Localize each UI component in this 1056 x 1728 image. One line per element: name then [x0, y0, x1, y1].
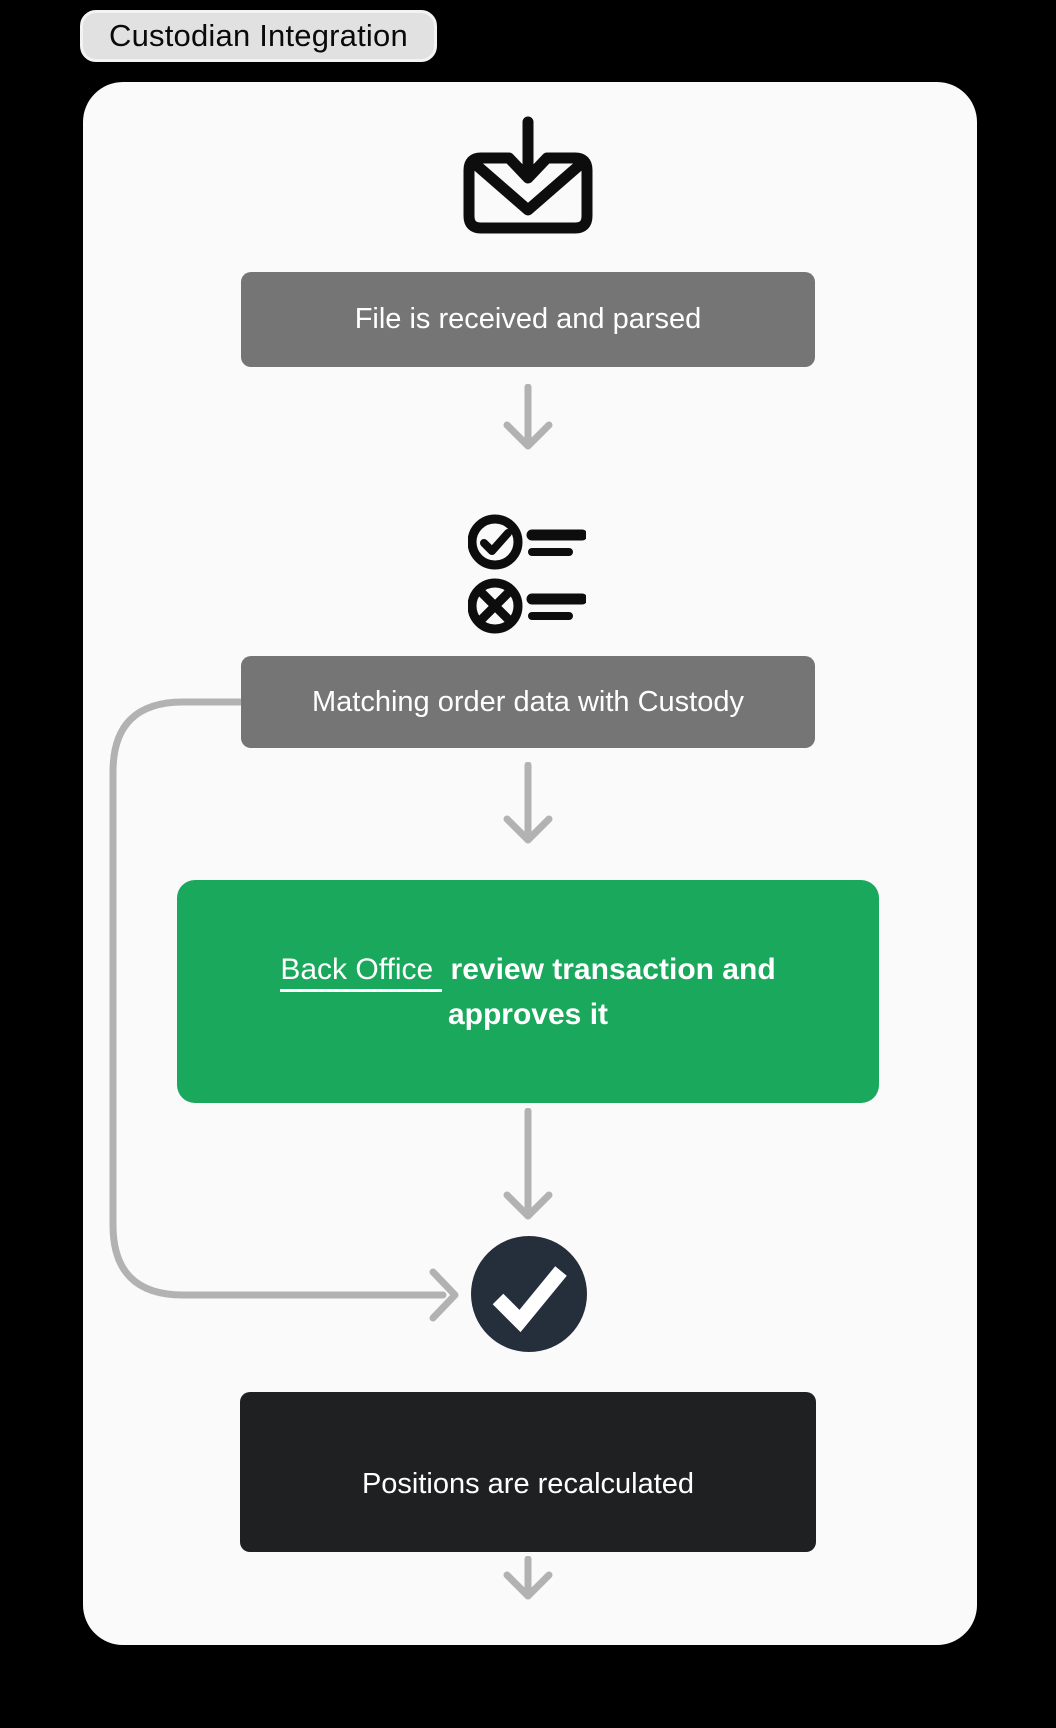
step-back-office-bold-text: review transaction and approves it — [447, 952, 776, 1031]
step-positions-label: Positions are recalculated — [361, 1468, 695, 1500]
diagram-title-badge: Custodian Integration — [80, 10, 437, 62]
flow-card: File is received and parsed Matching ord… — [83, 82, 977, 1645]
mail-receive-icon — [463, 116, 593, 239]
back-office-link[interactable]: Back Office — [280, 952, 443, 992]
flow-arrow-down-4 — [503, 1556, 553, 1600]
flow-arrow-down-1 — [503, 384, 553, 450]
diagram-title: Custodian Integration — [109, 18, 408, 53]
flow-arrow-down-3 — [503, 1108, 553, 1220]
step-back-office: Back Office review transaction and appro… — [177, 880, 879, 1103]
step-positions: Positions are recalculated — [240, 1392, 816, 1552]
step-back-office-label: Back Office review transaction and appro… — [265, 947, 791, 1037]
match-list-icon — [467, 514, 588, 643]
step-file-received: File is received and parsed — [241, 272, 815, 367]
step-matching: Matching order data with Custody — [241, 656, 815, 748]
step-file-received-label: File is received and parsed — [354, 303, 702, 335]
check-circle-icon — [471, 1236, 587, 1357]
step-matching-label: Matching order data with Custody — [312, 685, 744, 718]
flow-arrow-down-2 — [503, 762, 553, 844]
